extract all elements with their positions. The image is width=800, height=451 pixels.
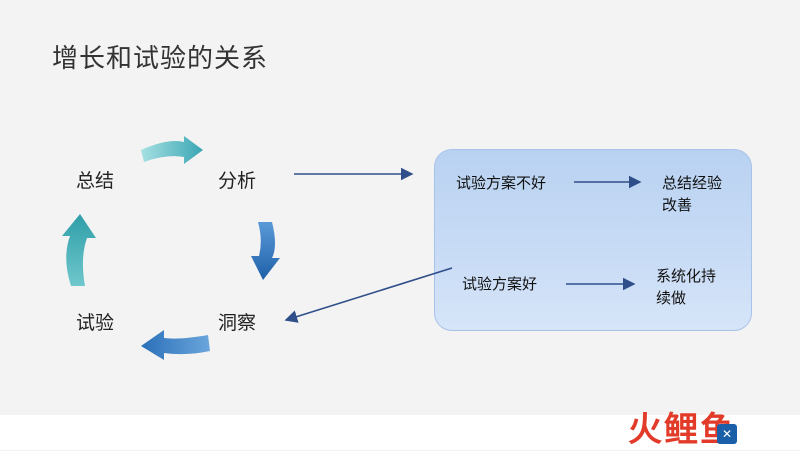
connector-panel-to-insight <box>284 267 453 323</box>
node-summary: 总结 <box>76 170 115 192</box>
outcome-panel <box>434 149 752 331</box>
bad-action-label: 总结经验改善 <box>662 174 723 214</box>
node-insight: 洞察 <box>218 312 257 334</box>
good-action-label: 系统化持续做 <box>656 267 717 307</box>
bad-plan-label: 试验方案不好 <box>456 174 547 192</box>
watermark-icon: ✕ <box>717 424 737 444</box>
arrow-insight-to-experiment <box>141 330 210 360</box>
arrow-experiment-to-summary <box>62 214 96 286</box>
node-experiment: 试验 <box>76 312 115 334</box>
page-title: 增长和试验的关系 <box>52 44 269 74</box>
brand-logo: 火鲤鱼 <box>628 410 736 450</box>
arrow-analysis-to-insight <box>251 222 280 280</box>
arrow-summary-to-analysis <box>141 136 203 164</box>
node-analysis: 分析 <box>218 170 257 192</box>
bottom-bar <box>0 415 800 450</box>
good-plan-label: 试验方案好 <box>462 275 538 293</box>
